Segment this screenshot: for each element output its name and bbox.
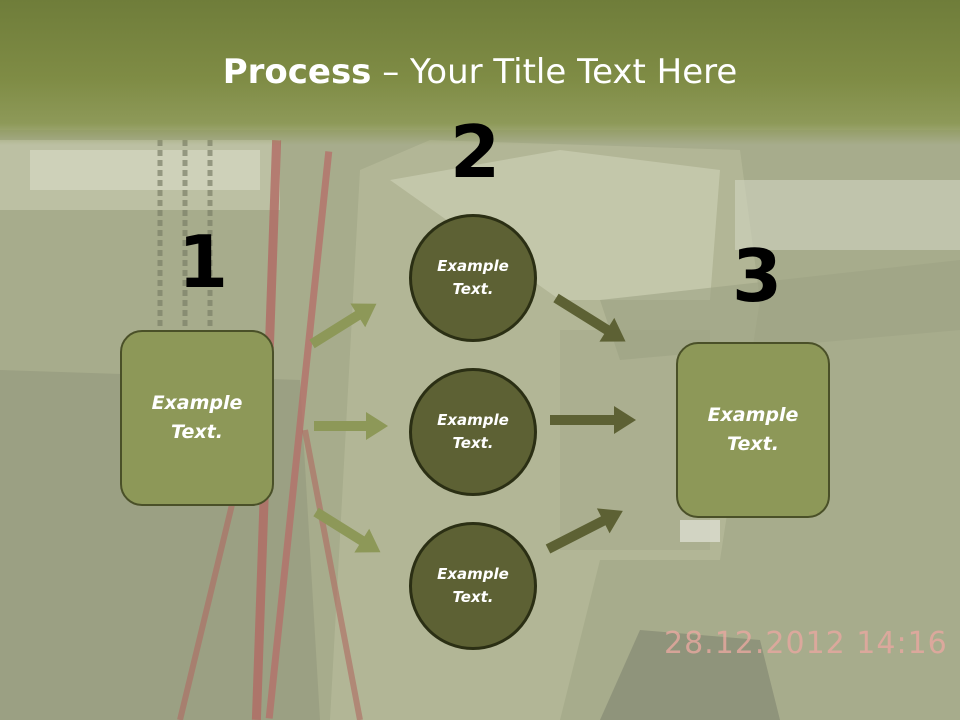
circle-node-middle: Example Text. [409, 368, 537, 496]
title-banner [0, 0, 960, 145]
left-process-box: Example Text. [120, 330, 274, 506]
circle-top-text: Example Text. [437, 257, 509, 298]
circle-node-top: Example Text. [409, 214, 537, 342]
circle-middle-text: Example Text. [437, 411, 509, 452]
step-number-2: 2 [450, 110, 501, 194]
arrow-down-left [313, 507, 381, 553]
arrow-down-right [553, 293, 626, 342]
circle-bottom-text: Example Text. [437, 565, 509, 606]
slide-title: Process – Your Title Text Here [0, 52, 960, 92]
circle-node-bottom: Example Text. [409, 522, 537, 650]
arrow-up-right [545, 508, 623, 554]
right-process-box: Example Text. [676, 342, 830, 518]
title-rest: – Your Title Text Here [371, 52, 738, 92]
arrow-right-left [314, 412, 388, 440]
right-box-text: Example Text. [707, 404, 799, 455]
left-arrows [309, 303, 388, 553]
title-bold: Process [222, 52, 372, 92]
arrow-up-left [309, 303, 377, 349]
step-number-3: 3 [732, 234, 783, 318]
right-arrows [545, 293, 636, 554]
photo-date-stamp: 28.12.2012 14:16 [664, 626, 948, 661]
arrow-right-right [550, 406, 636, 434]
left-box-text: Example Text. [151, 392, 243, 443]
step-number-1: 1 [178, 220, 229, 304]
